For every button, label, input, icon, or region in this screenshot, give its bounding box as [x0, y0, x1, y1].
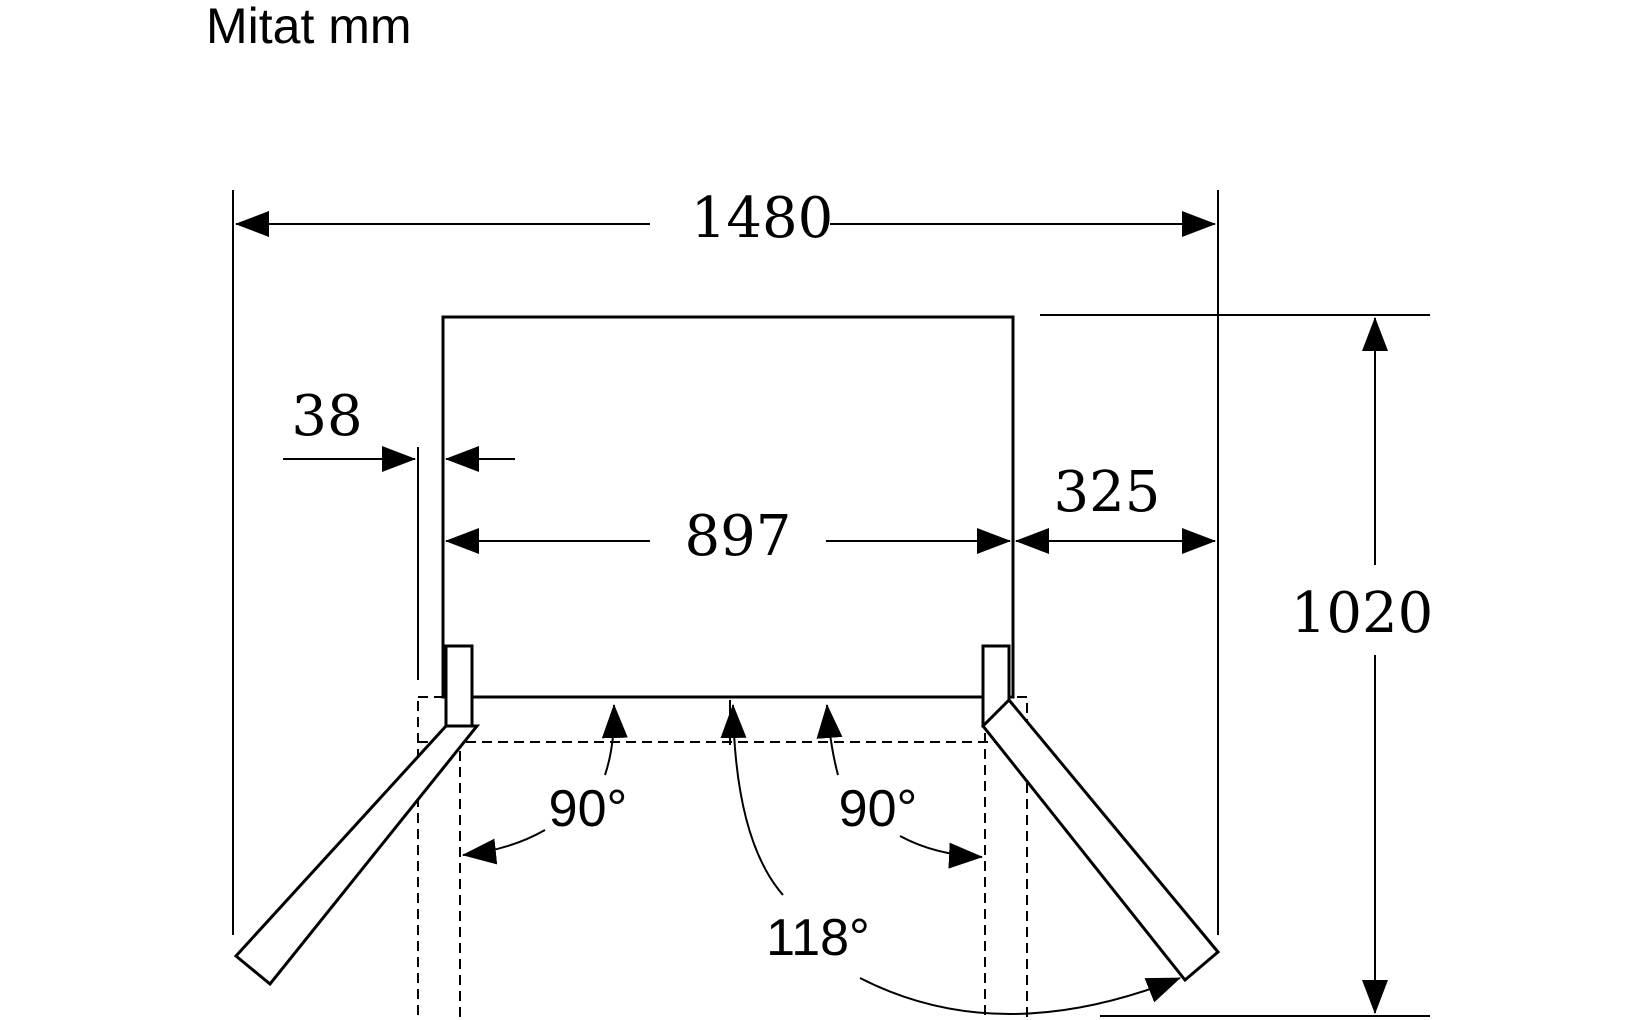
- depth-label: 1020: [1291, 581, 1434, 646]
- max-opening-upper-arrow: [720, 704, 784, 896]
- left-90-upper-arrow: [601, 704, 628, 776]
- page-title: Mitat mm: [206, 0, 412, 54]
- side-clearance-label: 38: [291, 384, 362, 449]
- left-hinge: [444, 644, 474, 728]
- right-90-lower-arrow: [899, 835, 983, 869]
- cabinet-width-label: 897: [685, 504, 792, 569]
- max-opening-lower-arrow: [859, 977, 1181, 1015]
- right-90-upper-arrow: [816, 704, 843, 776]
- right-clearance-label: 325: [1054, 460, 1161, 525]
- right-door-open: [980, 697, 1221, 983]
- left-door-angle-label: 90°: [549, 780, 628, 838]
- total-width-label: 1480: [691, 186, 834, 251]
- left-door-open: [233, 724, 481, 987]
- max-opening-angle-label: 118°: [766, 909, 870, 967]
- left-door-90-outline: [417, 696, 461, 1020]
- right-door-angle-label: 90°: [839, 780, 918, 838]
- left-90-lower-arrow: [462, 829, 546, 865]
